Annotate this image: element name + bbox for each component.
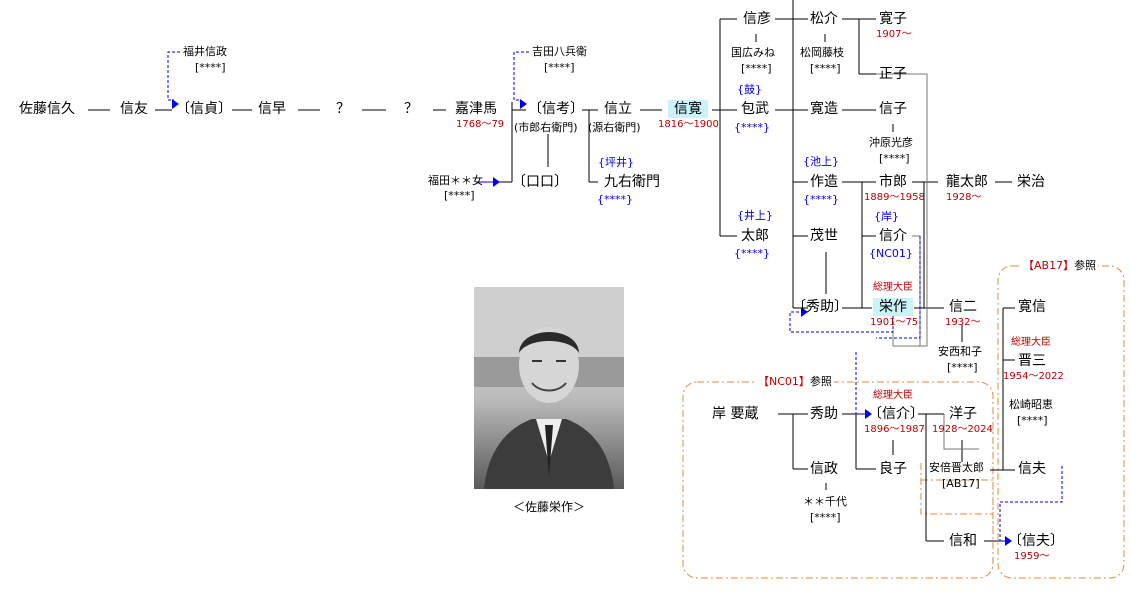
- person-unknown-1: ？: [336, 101, 350, 117]
- person-chiyo: ＊＊千代: [803, 495, 847, 508]
- person-fukui-nobumasa: 福井信政: [183, 45, 227, 58]
- years-nobuo-adopted: 1959〜: [1014, 551, 1050, 562]
- person-nobutatsu: 信立: [604, 101, 632, 117]
- person-moyo: 茂世: [810, 228, 838, 244]
- years-shinzo: 1954〜2022: [1003, 371, 1064, 382]
- note-okihara: [****]: [879, 152, 910, 165]
- person-nobutaka: 〔信考〕: [528, 101, 584, 117]
- years-nobuhiro: 1816〜1900: [658, 119, 719, 130]
- note-fukui: [****]: [195, 61, 226, 74]
- person-anzai-kazuko: 安西和子: [938, 345, 982, 358]
- years-shinji: 1932〜: [945, 317, 981, 328]
- ab17-inner-link: [920, 463, 994, 532]
- person-matsuzaki-akie: 松崎昭恵: [1009, 398, 1053, 411]
- note-kuemon: {****}: [597, 193, 633, 206]
- alias-nobutatsu: (源右衛門): [588, 121, 641, 134]
- ref-nc01-label: 【NC01】参照: [756, 375, 834, 388]
- note-taro: {****}: [734, 247, 770, 260]
- person-yoshida-hachibee: 吉田八兵衛: [532, 45, 587, 58]
- person-masako: 正子: [879, 66, 907, 82]
- person-yoshiko: 良子: [879, 461, 907, 477]
- person-kunihiro-mine: 国広みね: [731, 46, 775, 59]
- person-nobutomo: 信友: [120, 101, 148, 117]
- person-ichiro: 市郎: [879, 174, 907, 190]
- person-nobukazu: 信和: [949, 533, 977, 549]
- title-pm-eisaku: 総理大臣: [873, 282, 913, 293]
- person-nobumasa: 信政: [810, 461, 838, 477]
- ref-nobusuke-nc01: {NC01}: [869, 247, 913, 260]
- ref-ab17-label: 【AB17】参照: [1021, 259, 1099, 272]
- person-nobusada: 〔信貞〕: [176, 101, 232, 117]
- years-hiroko: 1907〜: [876, 29, 912, 40]
- person-eisaku: 栄作: [873, 298, 913, 316]
- note-matsuoka: [****]: [810, 62, 841, 75]
- alias-nobutaka: (市郎右衛門): [514, 121, 578, 134]
- years-eisaku: 1901〜75: [870, 317, 919, 328]
- years-ichiro: 1889〜1958: [864, 192, 925, 203]
- ref-shintaro-ab17: [AB17]: [942, 477, 980, 490]
- years-katsuma: 1768〜79: [456, 119, 505, 130]
- person-nobusuke-sato: 信介: [879, 228, 907, 244]
- years-ryutaro: 1928〜: [946, 192, 982, 203]
- title-pm-shinzo: 総理大臣: [1011, 337, 1051, 348]
- person-kanzo: 寛造: [810, 101, 838, 117]
- person-nobuhaya: 信早: [258, 101, 286, 117]
- person-hidesuke: 〔秀助〕: [792, 299, 848, 315]
- person-unknown-box: 〔口口〕: [512, 174, 568, 190]
- tag-inoue: {井上}: [737, 209, 773, 222]
- tag-ikegami: {池上}: [803, 155, 839, 168]
- note-kunihiro: [****]: [741, 62, 772, 75]
- person-eiji: 栄治: [1017, 174, 1045, 190]
- note-sakuzo: {****}: [803, 193, 839, 206]
- person-unknown-2: ？: [404, 101, 418, 117]
- tag-tsuzumi: {鼓}: [737, 83, 762, 96]
- portrait-silhouette-icon: [474, 287, 624, 489]
- person-hidesuke-kishi: 秀助: [810, 406, 838, 422]
- person-matsusuke: 松介: [810, 11, 838, 27]
- note-yoshida: [****]: [544, 61, 575, 74]
- person-nobuo-adopted: 〔信夫〕: [1008, 533, 1064, 549]
- note-anzai: [****]: [947, 361, 978, 374]
- note-matsuzaki: [****]: [1017, 414, 1048, 427]
- person-hiroko: 寛子: [879, 11, 907, 27]
- note-fukuda: [****]: [444, 189, 475, 202]
- person-fukuda: 福田＊＊女: [428, 174, 483, 187]
- portrait-photo: [474, 287, 624, 489]
- person-kanetake: 包武: [741, 101, 769, 117]
- note-chiyo: [****]: [810, 511, 841, 524]
- person-nobuhiro: 信寛: [668, 100, 708, 118]
- tag-tsuboi: {坪井}: [598, 156, 634, 169]
- person-nobuko: 信子: [879, 101, 907, 117]
- person-shinji: 信二: [949, 299, 977, 315]
- person-yoko: 洋子: [949, 406, 977, 422]
- person-nobusuke-kishi: 〔信介〕: [868, 406, 924, 422]
- person-matsuoka-fujie: 松岡藤枝: [800, 46, 844, 59]
- person-okihara-mitsuhiko: 沖原光彦: [869, 136, 913, 149]
- portrait-caption: ＜佐藤栄作＞: [512, 500, 585, 514]
- tag-kishi: {岸}: [874, 210, 899, 223]
- nc01-group-box: [682, 381, 994, 579]
- person-katsuma: 嘉津馬: [455, 101, 497, 117]
- person-shinzo: 晋三: [1018, 353, 1046, 369]
- note-kanetake: {****}: [734, 121, 770, 134]
- person-nobuhiko: 信彦: [743, 11, 771, 27]
- person-abe-shintaro: 安倍晋太郎: [929, 461, 984, 474]
- person-ryutaro: 龍太郎: [946, 174, 988, 190]
- years-yoko: 1928〜2024: [932, 424, 993, 435]
- person-taro: 太郎: [741, 228, 769, 244]
- person-sato-nobuhisa: 佐藤信久: [19, 101, 75, 117]
- person-kuemon: 九右衛門: [604, 174, 660, 190]
- person-kishi-yozo: 岸 要蔵: [712, 406, 759, 422]
- title-pm-nobusuke: 総理大臣: [873, 390, 913, 401]
- person-sakuzo: 作造: [810, 174, 838, 190]
- person-hironobu: 寛信: [1018, 299, 1046, 315]
- person-nobuo: 信夫: [1018, 461, 1046, 477]
- years-nobusuke: 1896〜1987: [864, 424, 925, 435]
